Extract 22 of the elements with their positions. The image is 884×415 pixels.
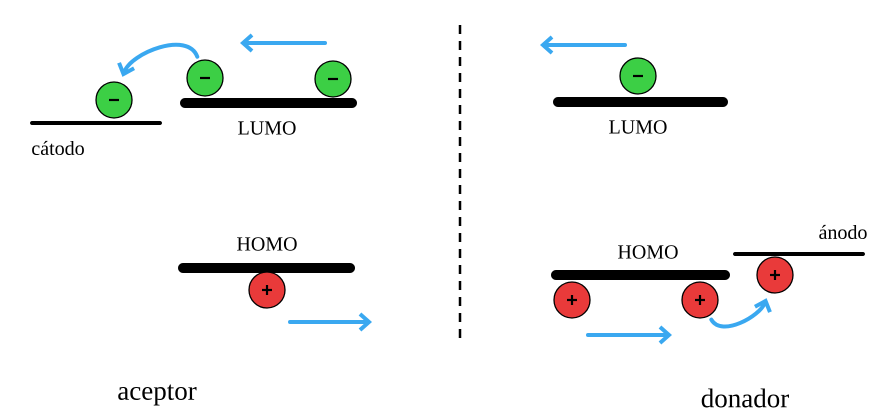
node-label: LUMO (238, 121, 296, 135)
energy-level: HOMO (551, 245, 730, 280)
hole-circle (553, 281, 591, 319)
hole-circle (756, 256, 794, 294)
node-label: ánodo (819, 224, 867, 240)
electron-circle (314, 60, 352, 98)
node-label: HOMO (237, 237, 297, 251)
electron-circle (95, 81, 133, 119)
electron-circle (186, 59, 224, 97)
energy-level: LUMO (180, 98, 357, 135)
node-label: HOMO (618, 245, 678, 259)
energy-level: cátodo (30, 121, 162, 156)
energy-level: LUMO (553, 97, 728, 134)
energy-level: HOMO (178, 237, 355, 273)
hole-circle (681, 281, 719, 319)
node-label: cátodo (32, 140, 84, 156)
hole-circle (248, 271, 286, 309)
panel-label: aceptor (118, 384, 196, 406)
panel-label: donador (702, 388, 789, 408)
node-label: LUMO (609, 120, 667, 134)
electron-circle (619, 57, 657, 95)
energy-level: ánodo (733, 224, 867, 256)
